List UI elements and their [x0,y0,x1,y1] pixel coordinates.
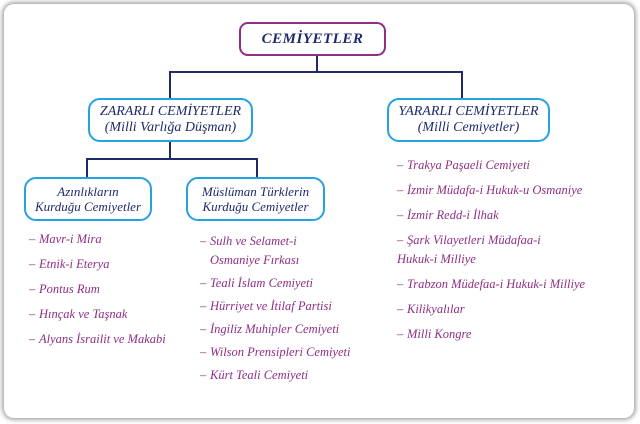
connector-to-muslim [256,158,258,178]
list-item: –Etnik-i Eterya [29,257,110,271]
useful-title: YARARLI CEMİYETLER [398,104,539,119]
dash-icon: – [200,234,207,248]
list-item: –Kürt Teali Cemiyeti [200,366,351,385]
dash-icon: – [397,302,404,316]
list-item: –Alyans İsrailit ve Makabi [29,332,166,346]
connector-top-horizontal [169,71,463,73]
connector-to-minority [86,158,88,178]
root-label: CEMİYETLER [261,31,364,47]
root-box: CEMİYETLER [239,22,386,56]
list-item: –Milli Kongre [397,325,585,344]
useful-box: YARARLI CEMİYETLER (Milli Cemiyetler) [387,98,550,142]
dash-icon: – [29,232,36,246]
list-item: –İngiliz Muhipler Cemiyeti [200,320,351,339]
harmful-subtitle: (Milli Varlığa Düşman) [104,120,237,135]
connector-harmful-down [169,141,171,160]
useful-subtitle: (Milli Cemiyetler) [417,120,520,135]
dash-icon: – [397,233,404,247]
muslim-title-line2: Kurduğu Cemiyetler [202,199,309,214]
dash-icon: – [397,327,404,341]
list-item: –İzmir Müdafa-i Hukuk-u Osmaniye [397,181,585,200]
list-item: –İzmir Redd-i İlhak [397,206,585,225]
connector-to-useful [461,71,463,99]
connector-to-harmful [169,71,171,99]
dash-icon: – [200,322,207,336]
list-item: –Pontus Rum [29,282,100,296]
dash-icon: – [29,282,36,296]
list-item: –Mavr-i Mira [29,232,102,246]
dash-icon: – [29,257,36,271]
list-item: –Hürriyet ve İtilaf Partisi [200,297,351,316]
dash-icon: – [397,208,404,222]
connector-mid-horizontal [86,158,258,160]
dash-icon: – [29,332,36,346]
harmful-box: ZARARLI CEMİYETLER (Milli Varlığa Düşman… [88,98,253,142]
list-item: –Trakya Paşaeli Cemiyeti [397,156,585,175]
minority-title-line1: Azınlıkların [57,184,119,199]
dash-icon: – [200,276,207,290]
list-item: –Kilikyalılar [397,300,585,319]
minority-box: Azınlıkların Kurduğu Cemiyetler [24,177,152,221]
muslim-box: Müslüman Türklerin Kurduğu Cemiyetler [186,177,325,221]
dash-icon: – [397,277,404,291]
minority-title-line2: Kurduğu Cemiyetler [34,199,142,214]
harmful-title: ZARARLI CEMİYETLER [99,104,242,119]
dash-icon: – [200,345,207,359]
dash-icon: – [397,158,404,172]
muslim-title-line1: Müslüman Türklerin [201,184,310,199]
dash-icon: – [200,368,207,382]
useful-list: –Trakya Paşaeli Cemiyeti –İzmir Müdafa-i… [397,156,585,344]
list-item: –Hınçak ve Taşnak [29,307,128,321]
list-item: –Trabzon Müdefaa-i Hukuk-i Milliye [397,275,585,294]
dash-icon: – [397,183,404,197]
dash-icon: – [29,307,36,321]
list-item: –Teali İslam Cemiyeti [200,274,351,293]
connector-root-down [316,55,318,72]
dash-icon: – [200,299,207,313]
list-item: –Wilson Prensipleri Cemiyeti [200,343,351,362]
minority-list: –Mavr-i Mira –Etnik-i Eterya –Pontus Rum… [29,232,166,347]
